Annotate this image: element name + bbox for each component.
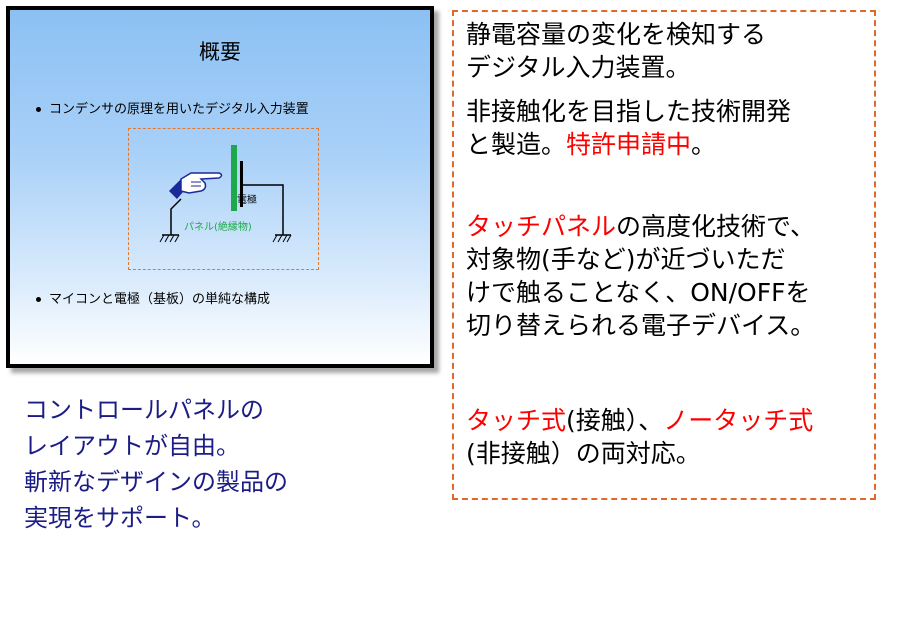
slide-bullet-2: マイコンと電極（基板）の単純な構成 [36, 288, 270, 307]
description-line: タッチパネルの高度化技術で、 [466, 210, 876, 243]
description-line: 非接触化を目指した技術開発 [466, 97, 792, 126]
description-line: と製造。特許申請中。 [466, 128, 876, 161]
diagram: 電極 パネル(絶縁物) [128, 128, 319, 270]
caption: コントロールパネルの レイアウトが自由。 斬新なデザインの製品の 実現をサポート… [24, 392, 424, 536]
slide-title: 概要 [199, 40, 241, 64]
panel-label: パネル(絶縁物) [184, 222, 252, 233]
panel-shape [231, 145, 237, 211]
slide-bullet-2-text: マイコンと電極（基板）の単純な構成 [49, 292, 271, 307]
text-span: 。 [691, 130, 717, 159]
electrode-plate [240, 161, 243, 207]
description-paragraph-4: タッチ式(接触）、ノータッチ式 (非接触）の両対応。 [466, 404, 876, 470]
ground-icon-left [159, 234, 180, 243]
description-paragraph-2: 非接触化を目指した技術開発 と製造。特許申請中。 [466, 95, 876, 161]
ground-icon-right [272, 234, 292, 243]
caption-line: レイアウトが自由。 [24, 432, 240, 460]
description-line: 対象物(手など)が近づいただ [466, 245, 786, 274]
electrode-wire [243, 184, 284, 235]
description-line: タッチ式(接触）、ノータッチ式 [466, 404, 876, 437]
bullet-dot-icon [36, 107, 41, 112]
description-line: (非接触）の両対応。 [466, 439, 701, 468]
text-span: の高度化技術で、 [616, 212, 816, 241]
description-panel: 静電容量の変化を検知する デジタル入力装置。 非接触化を目指した技術開発 と製造… [452, 10, 876, 500]
description-paragraph-3: タッチパネルの高度化技術で、 対象物(手など)が近づいただ けで触ることなく、O… [466, 210, 876, 342]
description-line: 静電容量の変化を検知する [466, 20, 767, 49]
pointing-hand-icon [169, 172, 223, 199]
patent-pending-highlight: 特許申請中 [566, 130, 692, 159]
diagram-graphic [159, 145, 292, 243]
electrode-label: 電極 [237, 195, 257, 206]
touch-panel-highlight: タッチパネル [466, 212, 617, 241]
text-span: (接触）、 [566, 406, 664, 435]
slide-thumbnail: 概要 コンデンサの原理を用いたデジタル入力装置 [6, 6, 434, 368]
text-span: と製造。 [466, 130, 567, 159]
slide-bullet-1-text: コンデンサの原理を用いたデジタル入力装置 [49, 102, 309, 117]
description-line: 切り替えられる電子デバイス。 [466, 311, 816, 340]
description-paragraph-1: 静電容量の変化を検知する デジタル入力装置。 [466, 18, 876, 84]
caption-line: 実現をサポート。 [24, 504, 216, 532]
caption-line: コントロールパネルの [24, 396, 264, 424]
description-line: けで触ることなく、ON/OFFを [466, 278, 811, 307]
touch-type-highlight: タッチ式 [466, 406, 567, 435]
slide-bullet-1: コンデンサの原理を用いたデジタル入力装置 [36, 98, 309, 117]
bullet-dot-icon [36, 297, 41, 302]
no-touch-type-highlight: ノータッチ式 [663, 406, 814, 435]
caption-line: 斬新なデザインの製品の [24, 468, 288, 496]
hand-wire [170, 198, 182, 235]
description-line: デジタル入力装置。 [466, 53, 691, 82]
